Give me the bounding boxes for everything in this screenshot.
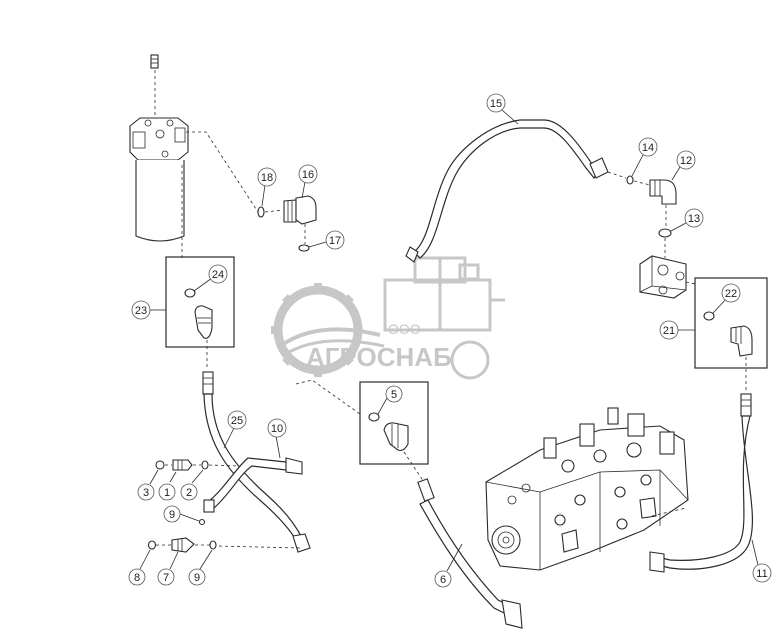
- callout-label: 13: [688, 213, 700, 225]
- assembly-box-5: [359, 381, 429, 465]
- callout-label: 7: [163, 572, 169, 584]
- callout-8[interactable]: 8: [128, 549, 151, 586]
- callout-1[interactable]: 1: [158, 471, 177, 501]
- callout-24[interactable]: 24: [208, 264, 228, 284]
- oring-17: [298, 244, 310, 252]
- callout-label: 9: [194, 572, 200, 584]
- callout-2[interactable]: 2: [180, 469, 204, 501]
- assembly-box-21: [694, 277, 768, 369]
- assembly-box-23: [165, 256, 235, 348]
- oring-8: [147, 540, 157, 550]
- hose-6: [417, 478, 523, 629]
- callout-14[interactable]: 14: [631, 137, 658, 177]
- gear-logo-icon: [271, 283, 385, 377]
- callout-7[interactable]: 7: [157, 551, 179, 586]
- oring-18: [257, 206, 265, 218]
- callout-label: 21: [663, 325, 675, 337]
- callout-label: 24: [212, 269, 224, 281]
- elbow-fitting-12: [649, 179, 677, 205]
- callout-22[interactable]: 22: [721, 283, 741, 303]
- hydraulic-filter: [129, 54, 259, 258]
- fitting-1: [172, 459, 193, 471]
- elbow-fitting-5: [383, 422, 409, 451]
- callout-label: 17: [329, 235, 341, 247]
- oring-9-lower: [209, 540, 217, 550]
- oring-24: [184, 288, 196, 298]
- oring-22: [703, 311, 715, 321]
- callout-18[interactable]: 18: [257, 167, 277, 207]
- elbow-fitting-16: [283, 195, 317, 225]
- hose-11: [649, 393, 754, 573]
- hose-25: [202, 371, 311, 553]
- watermark-company-form: ООО: [388, 321, 421, 337]
- callout-3[interactable]: 3: [137, 469, 159, 501]
- callout-12[interactable]: 12: [671, 150, 696, 181]
- callout-10[interactable]: 10: [267, 418, 287, 459]
- callout-label: 12: [680, 155, 692, 167]
- callout-16[interactable]: 16: [298, 164, 318, 199]
- callout-17[interactable]: 17: [308, 230, 345, 250]
- oring-14: [626, 175, 634, 185]
- callout-label: 22: [725, 288, 737, 300]
- callout-label: 6: [440, 574, 446, 586]
- callout-label: 9: [169, 509, 175, 521]
- valve-block: [639, 255, 687, 299]
- tube-15: [405, 119, 609, 263]
- oring-5: [368, 412, 380, 422]
- oring-13: [658, 228, 672, 238]
- callout-label: 23: [135, 305, 147, 317]
- callout-label: 18: [261, 172, 273, 184]
- callout-25[interactable]: 25: [223, 410, 247, 449]
- callout-13[interactable]: 13: [670, 208, 704, 232]
- callout-label: 10: [271, 423, 283, 435]
- combine-harvester-icon: [383, 256, 505, 380]
- callout-9-upper[interactable]: 9: [163, 505, 200, 523]
- callout-9-lower[interactable]: 9: [188, 549, 213, 586]
- watermark-company-name: АГРОСНАБ: [306, 342, 452, 372]
- callout-6[interactable]: 6: [434, 543, 463, 588]
- oring-2: [201, 460, 209, 470]
- callout-label: 25: [231, 415, 243, 427]
- callout-label: 1: [164, 487, 170, 499]
- hydraulic-pump-assembly: [485, 407, 689, 571]
- tube-10: [203, 457, 303, 513]
- callout-11[interactable]: 11: [751, 539, 772, 583]
- elbow-fitting-23: [194, 305, 213, 339]
- watermark: ООО АГРОСНАБ: [271, 256, 505, 380]
- callout-label: 2: [186, 487, 192, 499]
- callout-label: 3: [143, 487, 149, 499]
- callout-label: 5: [391, 389, 397, 401]
- oring-3: [155, 460, 165, 470]
- callout-15[interactable]: 15: [486, 93, 519, 125]
- callout-label: 14: [642, 142, 654, 154]
- callout-label: 16: [302, 169, 314, 181]
- fitting-7: [171, 537, 195, 553]
- elbow-fitting-21: [730, 325, 753, 357]
- oring-9-upper: [198, 518, 206, 526]
- callout-label: 8: [134, 572, 140, 584]
- callout-23[interactable]: 23: [131, 300, 151, 320]
- callout-5[interactable]: 5: [385, 385, 403, 403]
- callout-21[interactable]: 21: [659, 320, 679, 340]
- callout-label: 11: [756, 568, 767, 580]
- callout-label: 15: [490, 98, 502, 110]
